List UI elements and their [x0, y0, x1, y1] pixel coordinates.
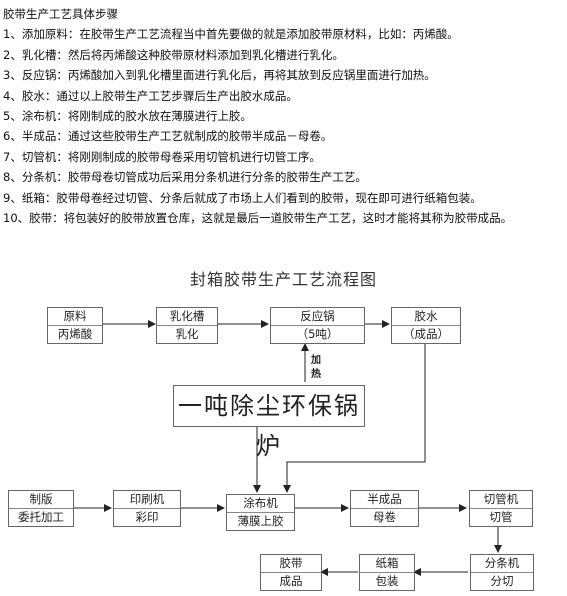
steps-section: 胶带生产工艺具体步骤 1、添加原料：在胶带生产工艺流程当中首先要做的就是添加胶带…	[3, 4, 563, 228]
step-5: 5、涂布机：将刚制成的胶水放在薄膜进行上胶。	[3, 109, 252, 124]
node-carton: 纸箱 包装	[359, 554, 415, 591]
node-reactor: 反应锅 （5吨）	[270, 307, 365, 344]
node-reactor-detail: （5吨）	[296, 327, 339, 341]
step-9: 9、纸箱：胶带母卷经过切管、分条后就成了市场上人们看到的胶带，现在即可进行纸箱包…	[3, 190, 482, 205]
node-slitter-detail: 分切	[490, 574, 514, 588]
node-printer: 印刷机 彩印	[113, 490, 181, 527]
arrow-glue-to-coater	[283, 342, 426, 493]
flowchart-title: 封箱胶带生产工艺流程图	[189, 270, 377, 289]
node-carton-detail: 包装	[375, 574, 399, 588]
flowchart: 封箱胶带生产工艺流程图 原料 丙烯酸 乳化槽 乳化	[0, 262, 567, 596]
node-platemaking: 制版 委托加工	[8, 490, 74, 527]
node-reactor-title: 反应锅	[271, 308, 364, 326]
node-raw-material-title: 原料	[48, 308, 102, 326]
node-glue-title: 胶水	[392, 308, 460, 326]
node-glue: 胶水 （成品）	[391, 307, 461, 344]
node-emulsion-tank-title: 乳化槽	[157, 308, 217, 326]
step-8: 8、分条机：胶带母卷切管成功后采用分条机进行分条的胶带生产工艺。	[3, 170, 367, 185]
node-tape: 胶带 成品	[260, 554, 322, 591]
node-coater: 涂布机 薄膜上胶	[226, 494, 295, 531]
node-tape-title: 胶带	[261, 555, 321, 573]
node-semi-finished-detail: 母卷	[373, 510, 396, 524]
step-6: 6、半成品：通过这些胶带生产工艺就制成的胶带半成品－母卷。	[3, 129, 333, 144]
node-tube-cutter-title: 切管机	[470, 491, 532, 509]
node-glue-detail: （成品）	[403, 327, 449, 341]
node-printer-title: 印刷机	[114, 491, 180, 509]
node-raw-material: 原料 丙烯酸	[47, 307, 103, 344]
node-platemaking-title: 制版	[9, 491, 73, 509]
node-coater-detail: 薄膜上胶	[237, 514, 284, 528]
node-raw-material-detail: 丙烯酸	[57, 327, 93, 341]
node-printer-detail: 彩印	[135, 510, 159, 524]
node-coater-title: 涂布机	[227, 495, 294, 513]
node-tube-cutter: 切管机 切管	[469, 490, 533, 527]
node-emulsion-tank-detail: 乳化	[175, 327, 199, 341]
heat-label: 加热	[311, 355, 321, 380]
step-2: 2、乳化槽：然后将丙烯酸这种胶带原材料添加到乳化槽进行乳化。	[3, 47, 344, 62]
node-emulsion-tank: 乳化槽 乳化	[156, 307, 218, 344]
node-carton-title: 纸箱	[360, 555, 414, 573]
node-slitter-title: 分条机	[471, 555, 533, 573]
step-7: 7、切管机：将刚刚制成的胶带母卷采用切管机进行切管工序。	[3, 149, 321, 164]
section-heading: 胶带生产工艺具体步骤	[3, 7, 118, 21]
node-platemaking-detail: 委托加工	[18, 510, 64, 524]
step-10: 10、胶带：将包装好的胶带放置仓库，这就是最后一道胶带生产工艺，这时才能将其称为…	[3, 211, 513, 226]
step-1: 1、添加原料：在胶带生产工艺流程当中首先要做的就是添加胶带原材料，比如：丙烯酸。	[3, 27, 459, 42]
node-semi-finished-title: 半成品	[351, 491, 418, 509]
flow-arrows	[73, 320, 502, 576]
step-3: 3、反应锅：丙烯酸加入到乳化槽里面进行乳化后，再将其放到反应锅里面进行加热。	[3, 68, 436, 83]
node-semi-finished: 半成品 母卷	[350, 490, 419, 527]
step-4: 4、胶水：通过以上胶带生产工艺步骤后生产出胶水成品。	[3, 88, 298, 103]
node-tube-cutter-detail: 切管	[489, 510, 513, 524]
node-slitter: 分条机 分切	[470, 554, 534, 591]
node-tape-detail: 成品	[279, 574, 303, 588]
node-boiler: 一吨除尘环保锅炉	[173, 385, 365, 460]
